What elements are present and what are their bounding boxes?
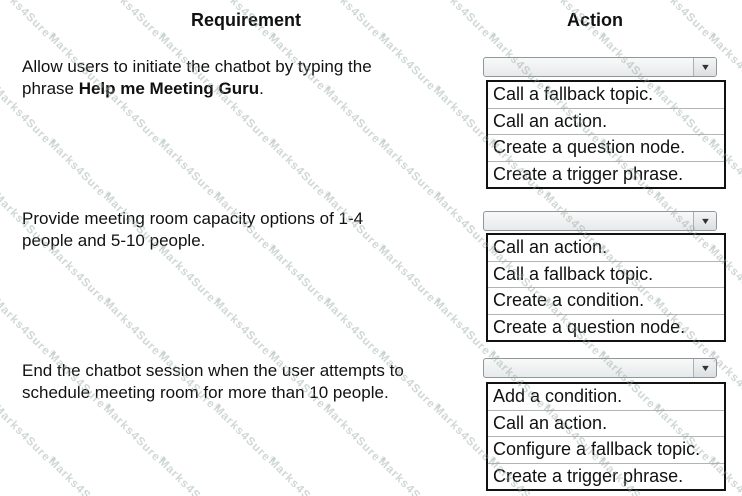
watermark-text: Marks4Sure® [45,455,108,496]
watermark-text: Marks4Sure® [45,243,112,306]
dropdown-2-options-list: Call an action. Call a fallback topic. C… [486,233,726,342]
watermark-text: Marks4Sure® [320,402,387,465]
requirement-2: Provide meeting room capacity options of… [22,208,472,251]
requirement-2-line-1: Provide meeting room capacity options of… [22,209,364,228]
dropdown-3-options-list: Add a condition. Call an action. Configu… [486,382,726,491]
watermark-text: Marks4Sure® [210,402,277,465]
watermark-text: Marks4Sure® [375,137,442,200]
dropdown-3-option-2[interactable]: Call an action. [488,409,724,437]
dropdown-1-option-3[interactable]: Create a question node. [488,134,724,161]
requirement-3: End the chatbot session when the user at… [22,360,472,403]
chevron-down-icon: ▼ [699,61,711,72]
dropdown-1-option-4[interactable]: Create a trigger phrase. [488,160,724,188]
watermark-text: Marks4Sure® [0,402,57,465]
dropdown-1-option-1[interactable]: Call a fallback topic. [493,84,654,105]
dropdown-3-option-4[interactable]: Create a trigger phrase. [488,462,724,490]
action-dropdown-2[interactable]: ▼ [483,211,717,231]
dropdown-3-selected-value [489,359,692,377]
chevron-down-icon: ▼ [699,215,711,226]
bold-phrase: Help me Meeting Guru [78,78,260,98]
dropdown-1-options-list: Call a fallback topic. Call an action. C… [486,80,726,189]
action-dropdown-1[interactable]: ▼ [483,57,717,77]
dropdown-2-option-2[interactable]: Call a fallback topic. [488,260,724,288]
watermark-text: Marks4Sure® [430,0,497,41]
watermark-text: Marks4Sure® [375,455,438,496]
watermark-text: Marks4Sure® [265,137,332,200]
dropdown-2-option-3[interactable]: Create a condition. [488,287,724,314]
column-header-requirement: Requirement [190,10,302,30]
dropdown-1-option-2[interactable]: Call an action. [488,107,724,135]
watermark-text: Marks4Sure® [375,243,442,306]
requirement-2-line-2: people and 5-10 people. [22,230,206,250]
watermark-text: Marks4Sure® [155,137,222,200]
watermark-text: Marks4Sure® [210,296,277,359]
dropdown-2-arrow-button[interactable]: ▼ [693,212,716,230]
watermark-text: Marks4Sure® [0,349,2,415]
watermark-text: Marks4Sure® [0,296,57,359]
watermark-text: Marks4Sure® [0,243,2,309]
dropdown-3-option-1[interactable]: Add a condition. [493,386,623,407]
dropdown-3-option-3[interactable]: Configure a fallback topic. [488,436,724,463]
watermark-text: Marks4Sure® [0,455,2,496]
watermark-text: Marks4Sure® [100,296,167,359]
dropdown-1-selected-value [489,58,692,76]
dropdown-2-option-4[interactable]: Create a question node. [488,313,724,341]
requirement-1-line-1: Allow users to initiate the chatbot by t… [22,57,372,76]
dropdown-3-arrow-button[interactable]: ▼ [693,359,716,377]
watermark-text: Marks4Sure® [265,455,328,496]
watermark-text: Marks4Sure® [155,455,218,496]
watermark-text: Marks4Sure® [155,243,222,306]
watermark-text: Marks4Sure® [265,243,332,306]
requirement-3-line-2: schedule meeting room for more than 10 p… [22,382,389,402]
watermark-text: Marks4Sure® [0,31,2,97]
watermark-text: Marks4Sure® [320,296,387,359]
watermark-text: Marks4Sure® [45,137,112,200]
chevron-down-icon: ▼ [699,362,711,373]
requirement-1-line-2: phrase Help me Meeting Guru. [22,78,264,98]
column-header-action: Action [567,10,623,30]
dropdown-2-selected-value [489,212,692,230]
requirement-3-line-1: End the chatbot session when the user at… [22,361,404,380]
dropdown-1-arrow-button[interactable]: ▼ [693,58,716,76]
watermark-text: Marks4Sure® [100,402,167,465]
requirement-1: Allow users to initiate the chatbot by t… [22,56,472,99]
dropdown-2-option-1[interactable]: Call an action. [493,237,608,258]
watermark-text: Marks4Sure® [0,137,2,203]
action-dropdown-3[interactable]: ▼ [483,358,717,378]
watermark-text: Marks4Sure® [0,0,57,41]
